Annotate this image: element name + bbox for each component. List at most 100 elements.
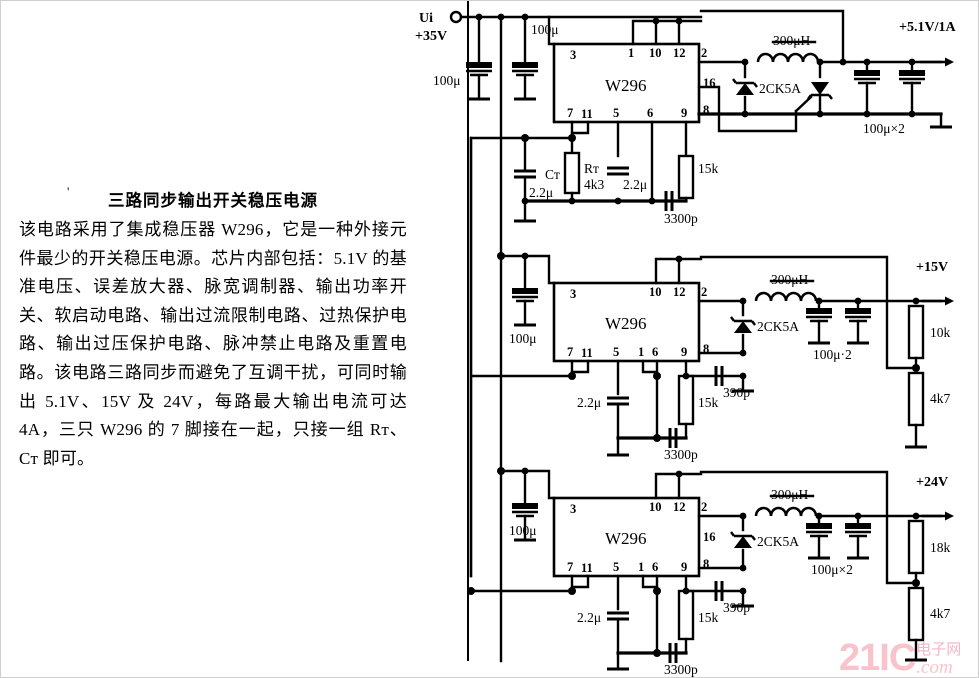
input-terminal-label: Ui	[419, 11, 433, 26]
pin-11-top: 11	[581, 107, 593, 121]
diode-label-mid: 2CK5A	[757, 319, 799, 334]
pin-8-mid: 8	[703, 342, 709, 356]
ic-label-top: W296	[605, 76, 647, 95]
pin-16-bot: 16	[703, 530, 716, 544]
inductor-bot	[754, 506, 818, 518]
article-body: 该电路采用了集成稳压器 W296，它是一种外接元件最少的开关稳压电源。芯片内部包…	[19, 220, 407, 468]
pin-8-bot: 8	[703, 557, 709, 571]
input-voltage-label: +35V	[415, 29, 447, 44]
stage-5v1-input-cap-label: 100μ	[531, 22, 559, 37]
pin-6-mid: 6	[652, 345, 658, 359]
pin-9-bot: 9	[681, 560, 687, 574]
pin-9-mid: 9	[681, 345, 687, 359]
capacitor-3300p-label-mid: 3300p	[664, 447, 698, 462]
pin-2-top: 2	[701, 46, 707, 60]
stage-input-capacitor-mid	[510, 286, 540, 303]
output-caps-label-bot: 100μ×2	[811, 562, 853, 577]
pin5-capacitor-mid	[605, 396, 631, 406]
pin-10-top: 10	[649, 46, 662, 60]
article-title: 三路同步输出开关稳压电源	[108, 191, 318, 210]
pin-10-bot: 10	[649, 500, 662, 514]
diode-2ck5a-mid	[729, 315, 757, 335]
stage-24v-group: 100μ W296 3 10 12 2 16 8 7 11 5 1 6 9	[467, 467, 954, 677]
column-divider	[467, 1, 469, 661]
pin-10-mid: 10	[649, 285, 662, 299]
resistor-15k-mid	[677, 374, 695, 426]
pin-2-mid: 2	[701, 285, 707, 299]
pin-6-bot: 6	[652, 560, 658, 574]
output-label-mid: +15V	[916, 260, 948, 275]
output-label-top: +5.1V/1A	[899, 20, 956, 35]
pin-7-bot: 7	[567, 560, 573, 574]
output-caps-label-mid: 100μ·2	[813, 347, 852, 362]
pin-8-top: 8	[703, 103, 709, 117]
article-text-column: 三路同步输出开关稳压电源 该电路采用了集成稳压器 W296，它是一种外接元件最少…	[19, 187, 407, 473]
pin-5-mid: 5	[613, 345, 619, 359]
output-capacitor-1-top	[852, 68, 882, 85]
output-capacitor-2-mid	[843, 306, 873, 323]
pin-3-bot: 3	[570, 502, 576, 516]
timing-capacitor-ct	[512, 169, 538, 179]
ic-w296-top	[552, 42, 701, 124]
diode-2ck5a-bot	[729, 530, 757, 550]
resistor-15k-label-bot: 15k	[698, 610, 719, 625]
divider-bottom-label-bot: 4k7	[930, 606, 951, 621]
ic-w296-mid	[552, 281, 701, 363]
pin-7-top: 7	[567, 106, 573, 120]
pin-9-top: 9	[681, 106, 687, 120]
pin-1-bot: 1	[638, 560, 644, 574]
pin-7-mid: 7	[567, 345, 573, 359]
divider-top-label-mid: 10k	[930, 325, 951, 340]
pin-12-mid: 12	[673, 285, 686, 299]
output-capacitor-1-bot	[804, 521, 834, 538]
ic-w296-bot	[552, 496, 701, 578]
ct-name-label: Cᴛ	[545, 167, 560, 182]
diode-label-top: 2CK5A	[759, 81, 801, 96]
pin-12-bot: 12	[673, 500, 686, 514]
pin5-cap-label-mid: 2.2μ	[577, 395, 601, 410]
divider-resistor-bottom-bot	[907, 586, 925, 642]
ic-label-mid: W296	[605, 314, 647, 333]
stage-15v-group: 100μ W296 3 10 12 2 8 7 11 5 1 6 9	[469, 252, 954, 462]
diode-label-bot: 2CK5A	[757, 534, 799, 549]
timing-resistor-rt	[563, 151, 581, 195]
pin5-capacitor-bot	[605, 611, 631, 621]
inductor-label-bot: 300μH	[771, 487, 808, 502]
pin-2-bot: 2	[701, 500, 707, 514]
output-capacitor-1-mid	[804, 306, 834, 323]
inductor-label-top: 300μH	[773, 33, 810, 48]
resistor-15k-bot	[677, 589, 695, 641]
pin5-cap-label-bot: 2.2μ	[577, 610, 601, 625]
stage-24v-input-cap-label: 100μ	[509, 523, 537, 538]
pin-3-mid: 3	[570, 287, 576, 301]
stage-5v1-group: Ui +35V 100μ 100μ W296 3	[415, 9, 956, 663]
pin-11-mid: 11	[581, 346, 593, 360]
pin-5-bot: 5	[613, 560, 619, 574]
divider-resistor-bottom-mid	[907, 371, 925, 427]
resistor-15k-top	[677, 154, 695, 200]
pin5-capacitor-top	[605, 166, 631, 176]
resistor-15k-label-top: 15k	[698, 161, 719, 176]
capacitor-3300p-label-top: 3300p	[664, 211, 698, 226]
rt-name-label: Rᴛ	[584, 161, 599, 176]
output-caps-label-top: 100μ×2	[863, 121, 905, 136]
divider-bottom-label-mid: 4k7	[930, 391, 951, 406]
stray-ink-mark: '	[67, 184, 70, 199]
inductor-mid	[754, 291, 818, 303]
output-arrow-top	[945, 57, 954, 67]
pin5-cap-label-top: 2.2μ	[623, 177, 647, 192]
stage-input-capacitor-bot	[510, 501, 540, 518]
stage-15v-input-cap-label: 100μ	[509, 331, 537, 346]
stage-input-capacitor	[510, 60, 540, 77]
input-terminal-node	[449, 10, 463, 24]
ic-label-bot: W296	[605, 529, 647, 548]
pin-1-top: 1	[628, 46, 634, 60]
divider-resistor-top-mid	[907, 304, 925, 360]
capacitor-3300p-label-bot: 3300p	[664, 662, 698, 677]
pin-5-top: 5	[613, 106, 619, 120]
pin-1-mid: 1	[638, 345, 644, 359]
divider-top-label-bot: 18k	[930, 540, 951, 555]
input-capacitor-1	[464, 60, 494, 77]
diode-2ck5a-top	[731, 77, 759, 97]
